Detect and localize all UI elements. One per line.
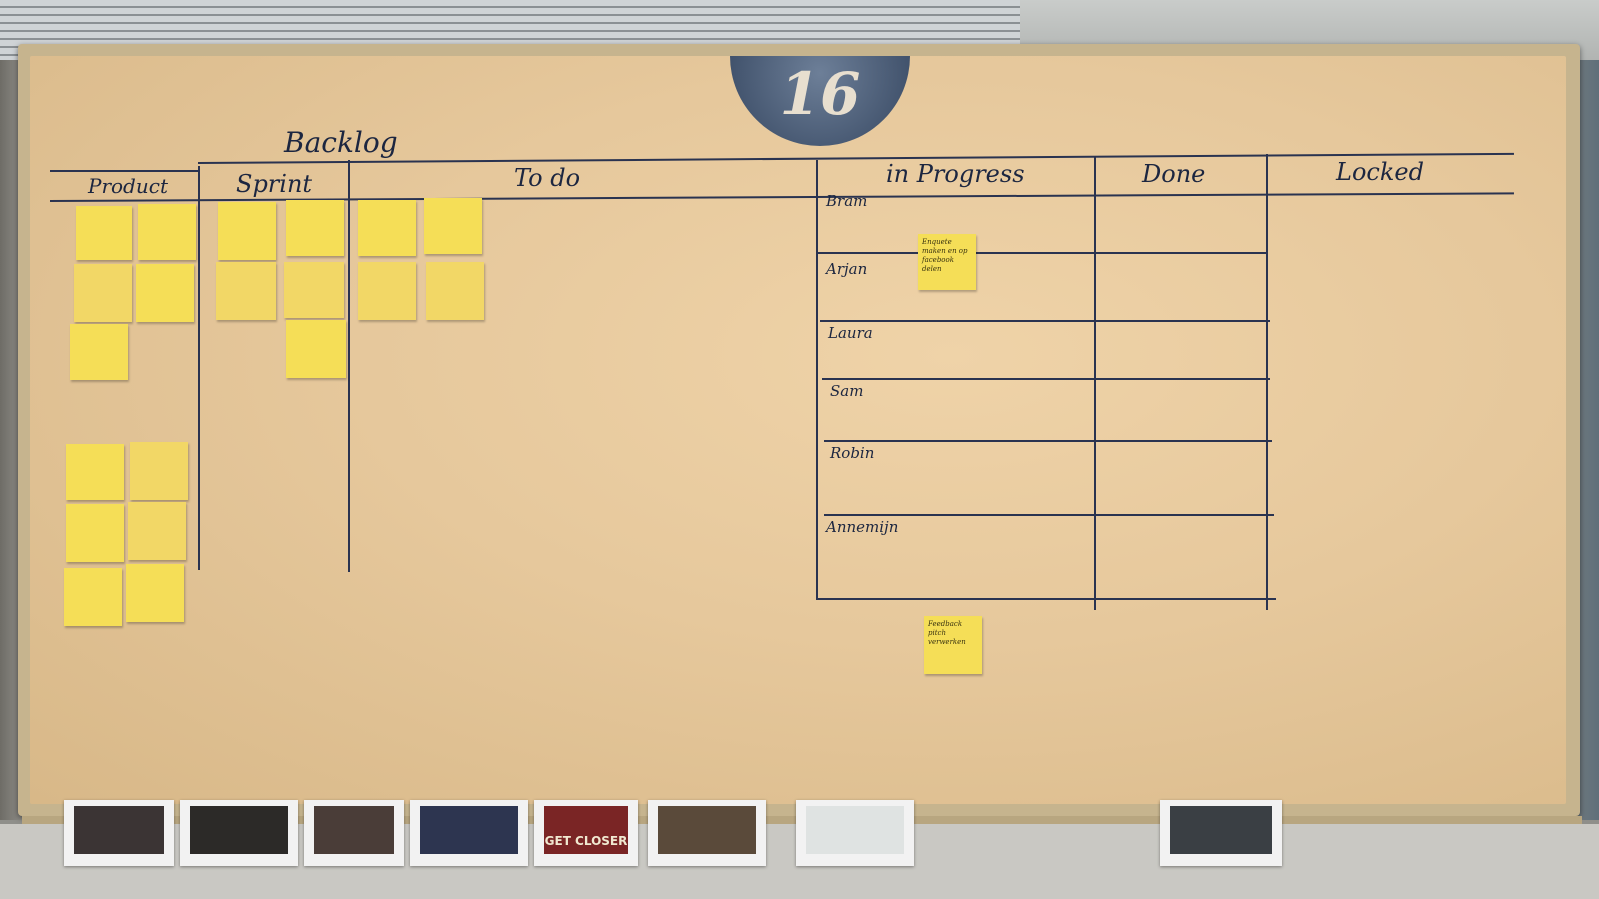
row-line [822,378,1270,380]
sticky-note [66,504,124,562]
column-line [1094,156,1096,610]
sticky-note [64,568,122,626]
poster-image [658,806,756,854]
backlog-title: Backlog [284,126,398,159]
poster-caption: GET CLOSER [544,834,628,848]
sticky-note-text: Feedback pitch verwerken [928,620,966,646]
poster-image [544,806,628,854]
sticky-note [358,200,416,256]
poster-image [420,806,518,854]
sticky-note [136,264,194,322]
header-line [50,170,200,172]
poster: GET CLOSER [534,800,638,866]
row-line [824,440,1272,442]
poster [64,800,174,866]
whiteboard: 16 Backlog Product Sprint To do in Progr… [30,56,1566,804]
sticky-note [66,444,124,500]
sticky-note [286,320,346,378]
column-header-product: Product [88,174,168,198]
poster-image [806,806,904,854]
row-line [820,320,1270,322]
poster-image [314,806,394,854]
column-line [198,166,200,570]
sticky-note [284,262,344,318]
sticky-note [218,202,276,260]
person-label: Laura [828,324,873,342]
sticky-note [138,204,196,260]
sticky-note [76,206,132,260]
person-label: Sam [830,382,864,400]
logo: 16 [730,56,910,146]
row-line [816,598,1276,600]
poster [796,800,914,866]
poster-image [190,806,288,854]
sticky-note-text: Enquete maken en op facebook delen [922,238,968,273]
sticky-note-in-progress: Enquete maken en op facebook delen [918,234,976,290]
person-label: Annemijn [826,518,899,536]
poster [410,800,528,866]
column-line [348,160,350,572]
column-header-done: Done [1142,160,1206,188]
column-header-in-progress: in Progress [886,160,1025,188]
sticky-note [216,262,276,320]
poster [648,800,766,866]
sticky-note [70,324,128,380]
sticky-note [126,564,184,622]
column-line [816,160,818,600]
poster [304,800,404,866]
person-label: Bram [826,192,868,210]
column-header-sprint: Sprint [236,170,313,198]
sticky-note [426,262,484,320]
sticky-note [424,198,482,254]
column-header-todo: To do [514,164,581,192]
sticky-note [130,442,188,500]
sticky-note [358,262,416,320]
sticky-note [286,200,344,256]
person-label: Arjan [826,260,868,278]
row-line [824,514,1274,516]
column-header-locked: Locked [1336,158,1424,186]
logo-text: 16 [779,60,861,128]
poster-image [74,806,164,854]
sticky-note [74,264,132,322]
poster [1160,800,1282,866]
sticky-note-feedback: Feedback pitch verwerken [924,616,982,674]
column-line [1266,154,1268,610]
row-line [816,252,1266,254]
poster-image [1170,806,1272,854]
person-label: Robin [830,444,875,462]
poster [180,800,298,866]
sticky-note [128,502,186,560]
